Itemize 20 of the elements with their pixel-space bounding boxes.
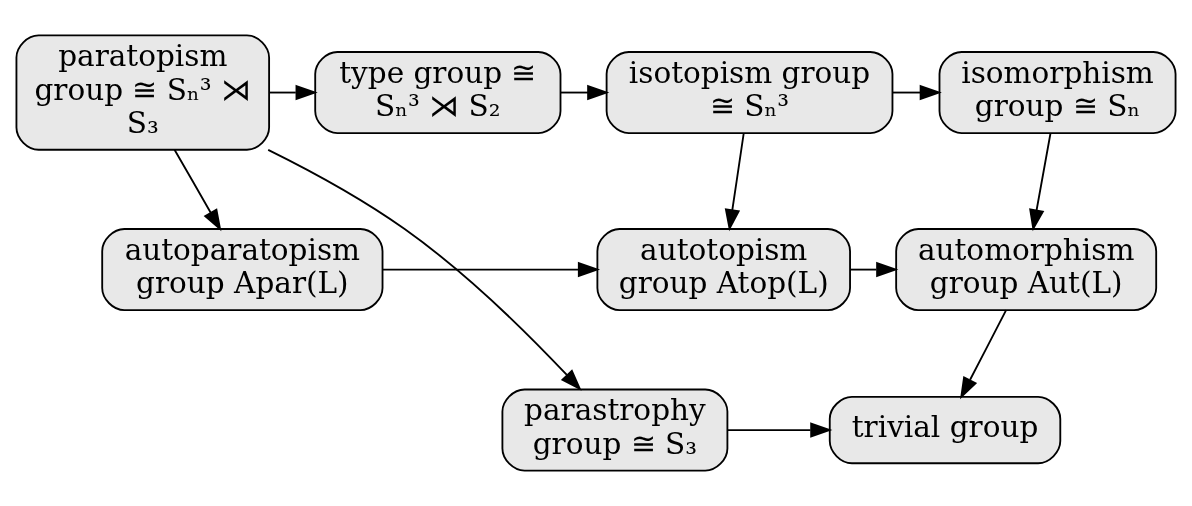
arrow — [173, 148, 222, 232]
node-box: autoparatopism group Apar(L) — [101, 228, 384, 312]
arrow — [960, 309, 1008, 400]
node-box: trivial group — [828, 395, 1062, 465]
node-box: parastrophy group ≅ S₃ — [501, 388, 729, 472]
node-box: type group ≅ Sₙ³ ⋊ S₂ — [314, 51, 562, 135]
arrow — [726, 422, 833, 438]
arrow — [268, 84, 318, 101]
node-box: autotopism group Atop(L) — [596, 228, 851, 312]
node-box: paratopism group ≅ Sₙ³ ⋊ S₃ — [15, 34, 271, 151]
arrow — [1029, 132, 1052, 232]
node-box: isomorphism group ≅ Sₙ — [938, 51, 1177, 135]
node-box: automorphism group Aut(L) — [895, 228, 1158, 312]
arrow — [724, 132, 745, 232]
arrow — [267, 148, 582, 391]
arrow — [382, 261, 601, 278]
arrow — [849, 261, 899, 278]
arrow — [891, 84, 942, 101]
arrow — [559, 84, 610, 101]
node-box: isotopism group ≅ Sₙ³ — [605, 51, 894, 135]
